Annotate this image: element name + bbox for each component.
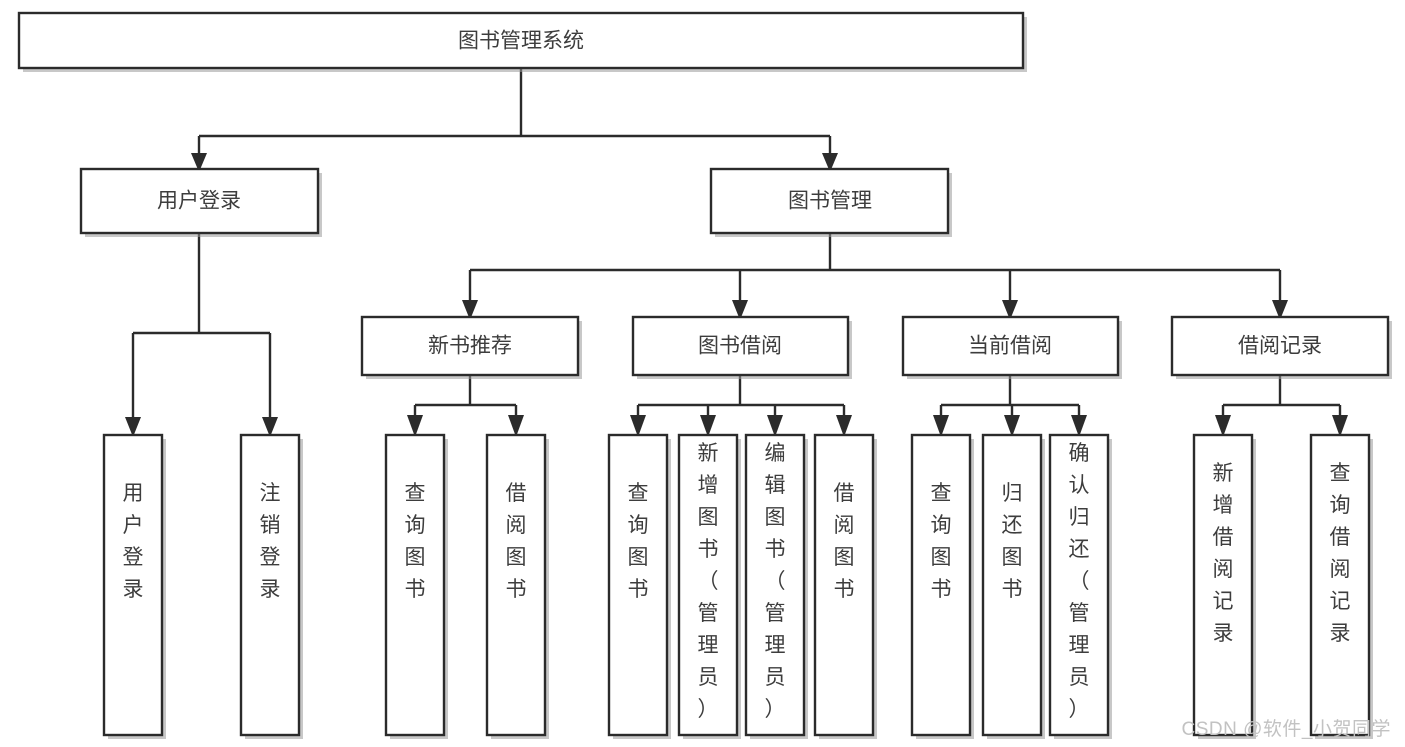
arrowhead-bookborrow — [732, 300, 748, 320]
node-new-book-rec[interactable]: 新书推荐 — [360, 315, 582, 379]
new-book-rec-label: 新书推荐 — [428, 335, 512, 358]
node-leaf-edit-book[interactable]: 编辑图书（管理员） — [744, 433, 808, 739]
leaf-query-record-label: 查询借阅记录 — [1330, 462, 1351, 645]
arrowhead-leaf-queryrecord — [1332, 415, 1348, 437]
arrowhead-leaf-addbook — [700, 415, 716, 437]
leaf-return-book-label: 归还图书 — [1002, 482, 1023, 601]
node-leaf-logout[interactable]: 注销登录 — [239, 433, 303, 739]
leaf-query-book-1-label: 查询图书 — [405, 482, 426, 601]
arrowhead-leaf-editbook — [767, 415, 783, 437]
node-leaf-borrow-book-1[interactable]: 借阅图书 — [485, 433, 549, 739]
node-leaf-query-book-1[interactable]: 查询图书 — [384, 433, 448, 739]
arrowhead-leaf-userlogin — [125, 417, 141, 437]
borrow-record-box — [1170, 315, 1390, 377]
leaf-logout-box — [239, 433, 301, 737]
leaf-edit-book-label: 编辑图书（管理员） — [765, 442, 786, 721]
node-user-login[interactable]: 用户登录 — [79, 167, 322, 237]
connector-layer — [125, 68, 1348, 437]
leaf-add-record-label: 新增借阅记录 — [1213, 462, 1234, 645]
node-leaf-confirm-return[interactable]: 确认归还（管理员） — [1048, 433, 1112, 739]
arrowhead-leaf-query1 — [407, 415, 423, 437]
leaf-query-book-1-box — [384, 433, 446, 737]
node-leaf-query-book-3[interactable]: 查询图书 — [910, 433, 974, 739]
arrowhead-book-manage — [822, 153, 838, 172]
book-borrow-label: 图书借阅 — [698, 335, 782, 358]
arrowhead-user-login — [191, 153, 207, 172]
arrowhead-leaf-addrecord — [1215, 415, 1231, 437]
node-leaf-add-book[interactable]: 新增图书（管理员） — [677, 433, 741, 739]
node-leaf-borrow-book-2[interactable]: 借阅图书 — [813, 433, 877, 739]
arrowhead-leaf-borrow1 — [508, 415, 524, 437]
leaf-return-book-box — [981, 433, 1043, 737]
leaf-borrow-book-1-label: 借阅图书 — [506, 482, 527, 601]
arrowhead-borrowrecord — [1272, 300, 1288, 320]
leaf-logout-label: 注销登录 — [260, 482, 281, 601]
arrowhead-leaf-return — [1004, 415, 1020, 437]
user-login-box — [79, 167, 320, 235]
borrow-record-label: 借阅记录 — [1238, 335, 1322, 358]
arrowhead-currentborrow — [1002, 300, 1018, 320]
user-login-label: 用户登录 — [157, 190, 241, 213]
leaf-borrow-book-2-label: 借阅图书 — [834, 482, 855, 601]
arrowhead-leaf-logout — [262, 417, 278, 437]
arrowhead-leaf-query2 — [630, 415, 646, 437]
root-label: 图书管理系统 — [458, 30, 584, 53]
arrowhead-newbook — [462, 300, 478, 320]
leaf-confirm-return-box — [1048, 433, 1110, 737]
arrowhead-leaf-query3 — [933, 415, 949, 437]
leaf-borrow-book-1-box — [485, 433, 547, 737]
current-borrow-box — [901, 315, 1120, 377]
book-manage-label: 图书管理 — [788, 190, 872, 213]
leaf-query-book-3-label: 查询图书 — [931, 482, 952, 601]
leaf-add-book-box — [677, 433, 739, 737]
new-book-rec-box — [360, 315, 580, 377]
leaf-query-book-2-label: 查询图书 — [628, 482, 649, 601]
csdn-watermark: CSDN @软件_小贺同学 — [1181, 719, 1391, 740]
leaf-user-login-label: 用户登录 — [123, 482, 144, 601]
leaf-add-record-box — [1192, 433, 1254, 737]
node-leaf-user-login[interactable]: 用户登录 — [102, 433, 166, 739]
node-book-manage[interactable]: 图书管理 — [709, 167, 952, 237]
node-leaf-query-record[interactable]: 查询借阅记录 — [1309, 433, 1373, 739]
leaf-user-login-box — [102, 433, 164, 737]
leaf-borrow-book-2-box — [813, 433, 875, 737]
node-current-borrow[interactable]: 当前借阅 — [901, 315, 1122, 379]
node-leaf-return-book[interactable]: 归还图书 — [981, 433, 1045, 739]
node-root[interactable]: 图书管理系统 — [17, 11, 1027, 72]
leaf-query-book-2-box — [607, 433, 669, 737]
leaf-query-book-3-box — [910, 433, 972, 737]
current-borrow-label: 当前借阅 — [968, 335, 1052, 358]
node-book-borrow[interactable]: 图书借阅 — [631, 315, 852, 379]
node-leaf-add-record[interactable]: 新增借阅记录 — [1192, 433, 1256, 739]
root-box — [17, 11, 1025, 70]
arrowhead-leaf-borrow2 — [836, 415, 852, 437]
book-manage-box — [709, 167, 950, 235]
leaf-confirm-return-label: 确认归还（管理员） — [1069, 442, 1090, 721]
leaf-query-record-box — [1309, 433, 1371, 737]
leaf-add-book-label: 新增图书（管理员） — [698, 442, 719, 721]
book-borrow-box — [631, 315, 850, 377]
leaf-edit-book-box — [744, 433, 806, 737]
node-leaf-query-book-2[interactable]: 查询图书 — [607, 433, 671, 739]
arrowhead-leaf-confirm — [1071, 415, 1087, 437]
leaf-node-group: 用户登录 注销登录 查询图书 借阅图书 查询图书 — [102, 433, 1373, 739]
node-borrow-record[interactable]: 借阅记录 — [1170, 315, 1392, 379]
